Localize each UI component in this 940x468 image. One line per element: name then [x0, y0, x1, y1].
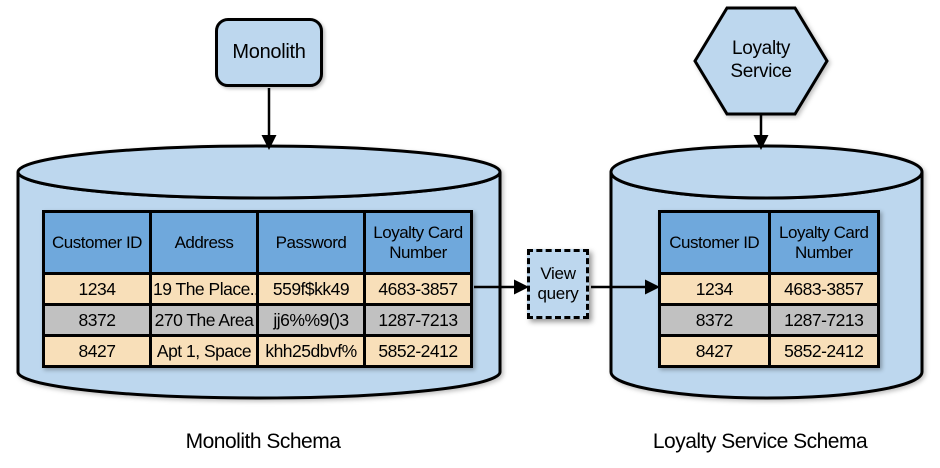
loyalty-database-cylinder-top: [609, 144, 924, 200]
table-cell: 4683-3857: [363, 272, 473, 306]
loyalty-service-label-text: Loyalty Service: [730, 38, 792, 82]
table-row: 8427 Apt 1, Space khh25dbvf% 5852-2412: [42, 334, 473, 368]
table-header-row: Customer ID Loyalty Card Number: [658, 210, 880, 275]
column-header: Loyalty Card Number: [767, 210, 880, 275]
table-cell: jj6%%9()3: [256, 303, 366, 337]
table-row: 1234 4683-3857: [658, 272, 880, 306]
table-row: 8427 5852-2412: [658, 334, 880, 368]
monolith-schema-table: Customer ID Address Password Loyalty Car…: [42, 210, 473, 368]
loyalty-service-node-label: Loyalty Service: [711, 28, 811, 94]
table-cell: Apt 1, Space: [149, 334, 259, 368]
table-cell: 1234: [42, 272, 152, 306]
table-cell: 5852-2412: [767, 334, 880, 368]
monolith-schema-caption: Monolith Schema: [185, 430, 341, 453]
column-header: Address: [149, 210, 259, 275]
table-cell: 8427: [658, 334, 771, 368]
column-header: Customer ID: [658, 210, 771, 275]
table-row: 8372 1287-7213: [658, 303, 880, 337]
monolith-database-cylinder-top: [16, 144, 502, 200]
column-header: Loyalty Card Number: [363, 210, 473, 275]
column-header: Customer ID: [42, 210, 152, 275]
table-cell: 8372: [42, 303, 152, 337]
table-cell: khh25dbvf%: [256, 334, 366, 368]
table-cell: 8427: [42, 334, 152, 368]
loyalty-service-hexagon: [693, 6, 829, 116]
table-cell: 1287-7213: [363, 303, 473, 337]
loyalty-schema-caption: Loyalty Service Schema: [652, 430, 868, 453]
view-query-label: View query: [537, 263, 579, 303]
table-cell: 4683-3857: [767, 272, 880, 306]
column-header: Password: [256, 210, 366, 275]
monolith-node: Monolith: [215, 18, 323, 87]
table-row: 1234 19 The Place... 559f$kk49 4683-3857: [42, 272, 473, 306]
table-cell: 559f$kk49: [256, 272, 366, 306]
table-cell: 270 The Area: [149, 303, 259, 337]
table-header-row: Customer ID Address Password Loyalty Car…: [42, 210, 473, 275]
view-query-node: View query: [527, 249, 589, 319]
table-cell: 1234: [658, 272, 771, 306]
table-cell: 19 The Place...: [149, 272, 259, 306]
table-cell: 1287-7213: [767, 303, 880, 337]
table-row: 8372 270 The Area jj6%%9()3 1287-7213: [42, 303, 473, 337]
table-cell: 5852-2412: [363, 334, 473, 368]
loyalty-schema-table: Customer ID Loyalty Card Number 1234 468…: [658, 210, 880, 368]
table-cell: 8372: [658, 303, 771, 337]
monolith-node-label: Monolith: [232, 41, 306, 63]
